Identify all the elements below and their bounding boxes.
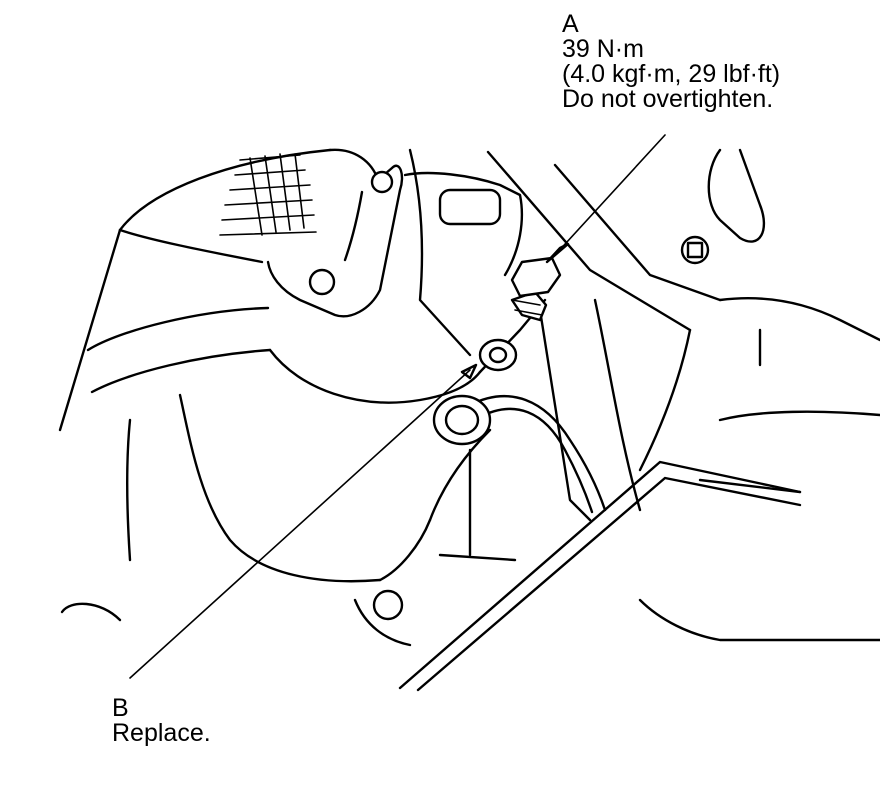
flex-pipe-coil bbox=[219, 153, 317, 236]
sealing-washer bbox=[478, 338, 518, 372]
callout-b-letter: B bbox=[112, 694, 129, 722]
oil-pan bbox=[398, 460, 802, 692]
callout-a-torque: 39 N·m bbox=[562, 35, 644, 63]
callout-a-torque-alt: (4.0 kgf·m, 29 lbf·ft) bbox=[562, 60, 781, 88]
callout-b-note: Replace. bbox=[112, 719, 211, 747]
transmission-case bbox=[486, 148, 880, 642]
callout-a-letter: A bbox=[562, 10, 579, 38]
callout-a-note: Do not overtighten. bbox=[562, 85, 774, 113]
leader-lines bbox=[129, 134, 666, 679]
sensor-bolt bbox=[510, 256, 562, 322]
sensor-boss bbox=[432, 394, 492, 446]
pipe-flange bbox=[266, 148, 404, 318]
sensor-cable bbox=[468, 395, 607, 514]
exhaust-pipe bbox=[58, 148, 332, 622]
callout-b: B Replace. bbox=[112, 696, 211, 746]
callout-a: A 39 N·m (4.0 kgf·m, 29 lbf·ft) Do not o… bbox=[562, 12, 780, 112]
